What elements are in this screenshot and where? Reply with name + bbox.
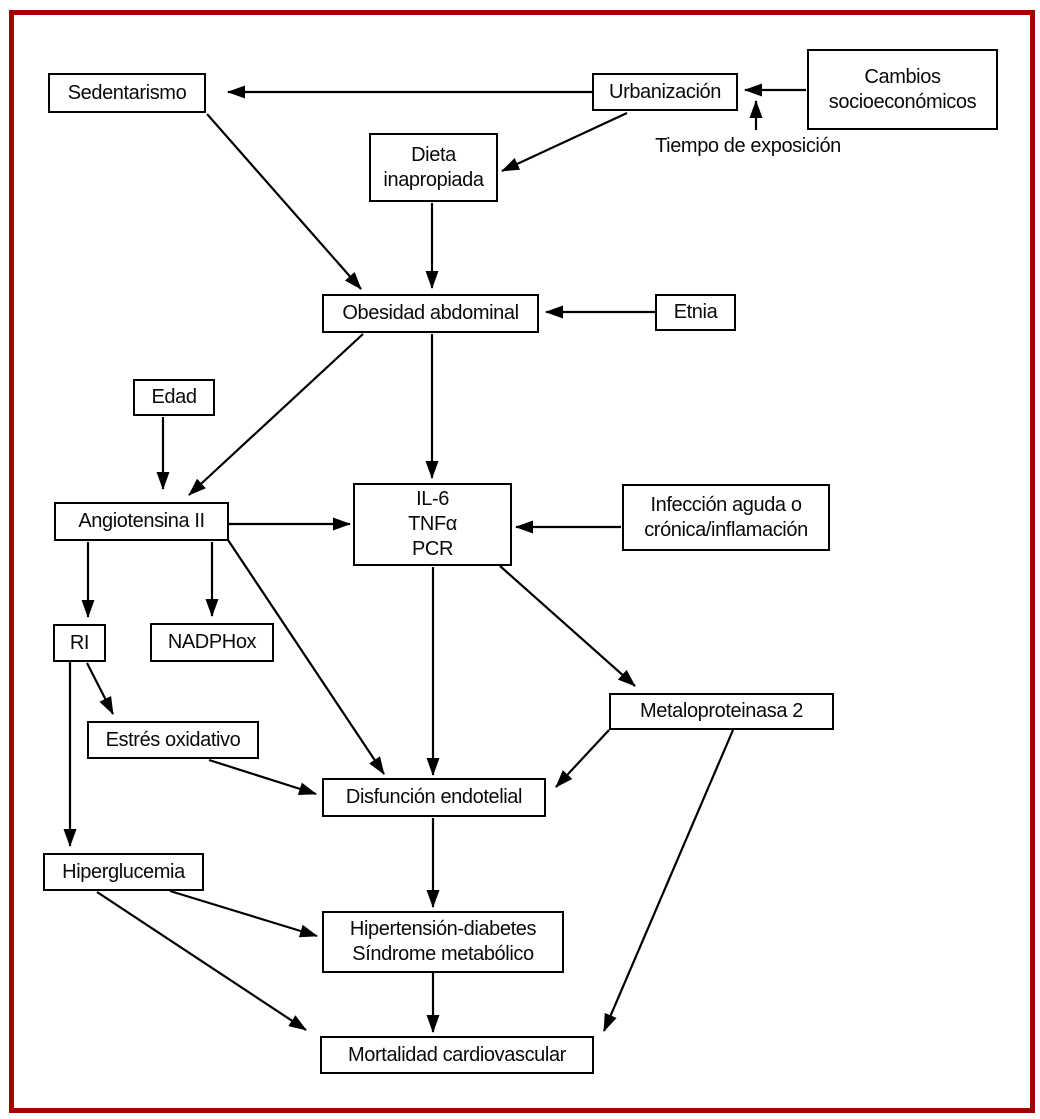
node-disfuncion-endotelial: Disfunción endotelial (322, 778, 546, 817)
node-ri: RI (53, 624, 106, 662)
node-nadphox: NADPHox (150, 623, 274, 662)
node-metaloproteinasa-2: Metaloproteinasa 2 (609, 693, 834, 730)
node-etnia: Etnia (655, 294, 736, 331)
node-estres-oxidativo: Estrés oxidativo (87, 721, 259, 759)
node-sedentarismo: Sedentarismo (48, 73, 206, 113)
node-hipertension-diabetes: Hipertensión-diabetes Síndrome metabólic… (322, 911, 564, 973)
node-il6-tnfa-pcr: IL-6 TNFα PCR (353, 483, 512, 566)
label-tiempo-de-exposicion: Tiempo de exposición (655, 135, 841, 157)
figure-red-border (9, 10, 1035, 1113)
node-obesidad-abdominal: Obesidad abdominal (322, 294, 539, 333)
node-hiperglucemia: Hiperglucemia (43, 853, 204, 891)
node-cambios-socioeconomicos: Cambios socioeconómicos (807, 49, 998, 130)
node-angiotensina-ii: Angiotensina II (54, 502, 229, 541)
node-edad: Edad (133, 379, 215, 416)
node-urbanizacion: Urbanización (592, 73, 738, 111)
node-infeccion-aguda-cronica: Infección aguda o crónica/inflamación (622, 484, 830, 551)
node-dieta-inapropiada: Dieta inapropiada (369, 133, 498, 202)
node-mortalidad-cardiovascular: Mortalidad cardiovascular (320, 1036, 594, 1074)
